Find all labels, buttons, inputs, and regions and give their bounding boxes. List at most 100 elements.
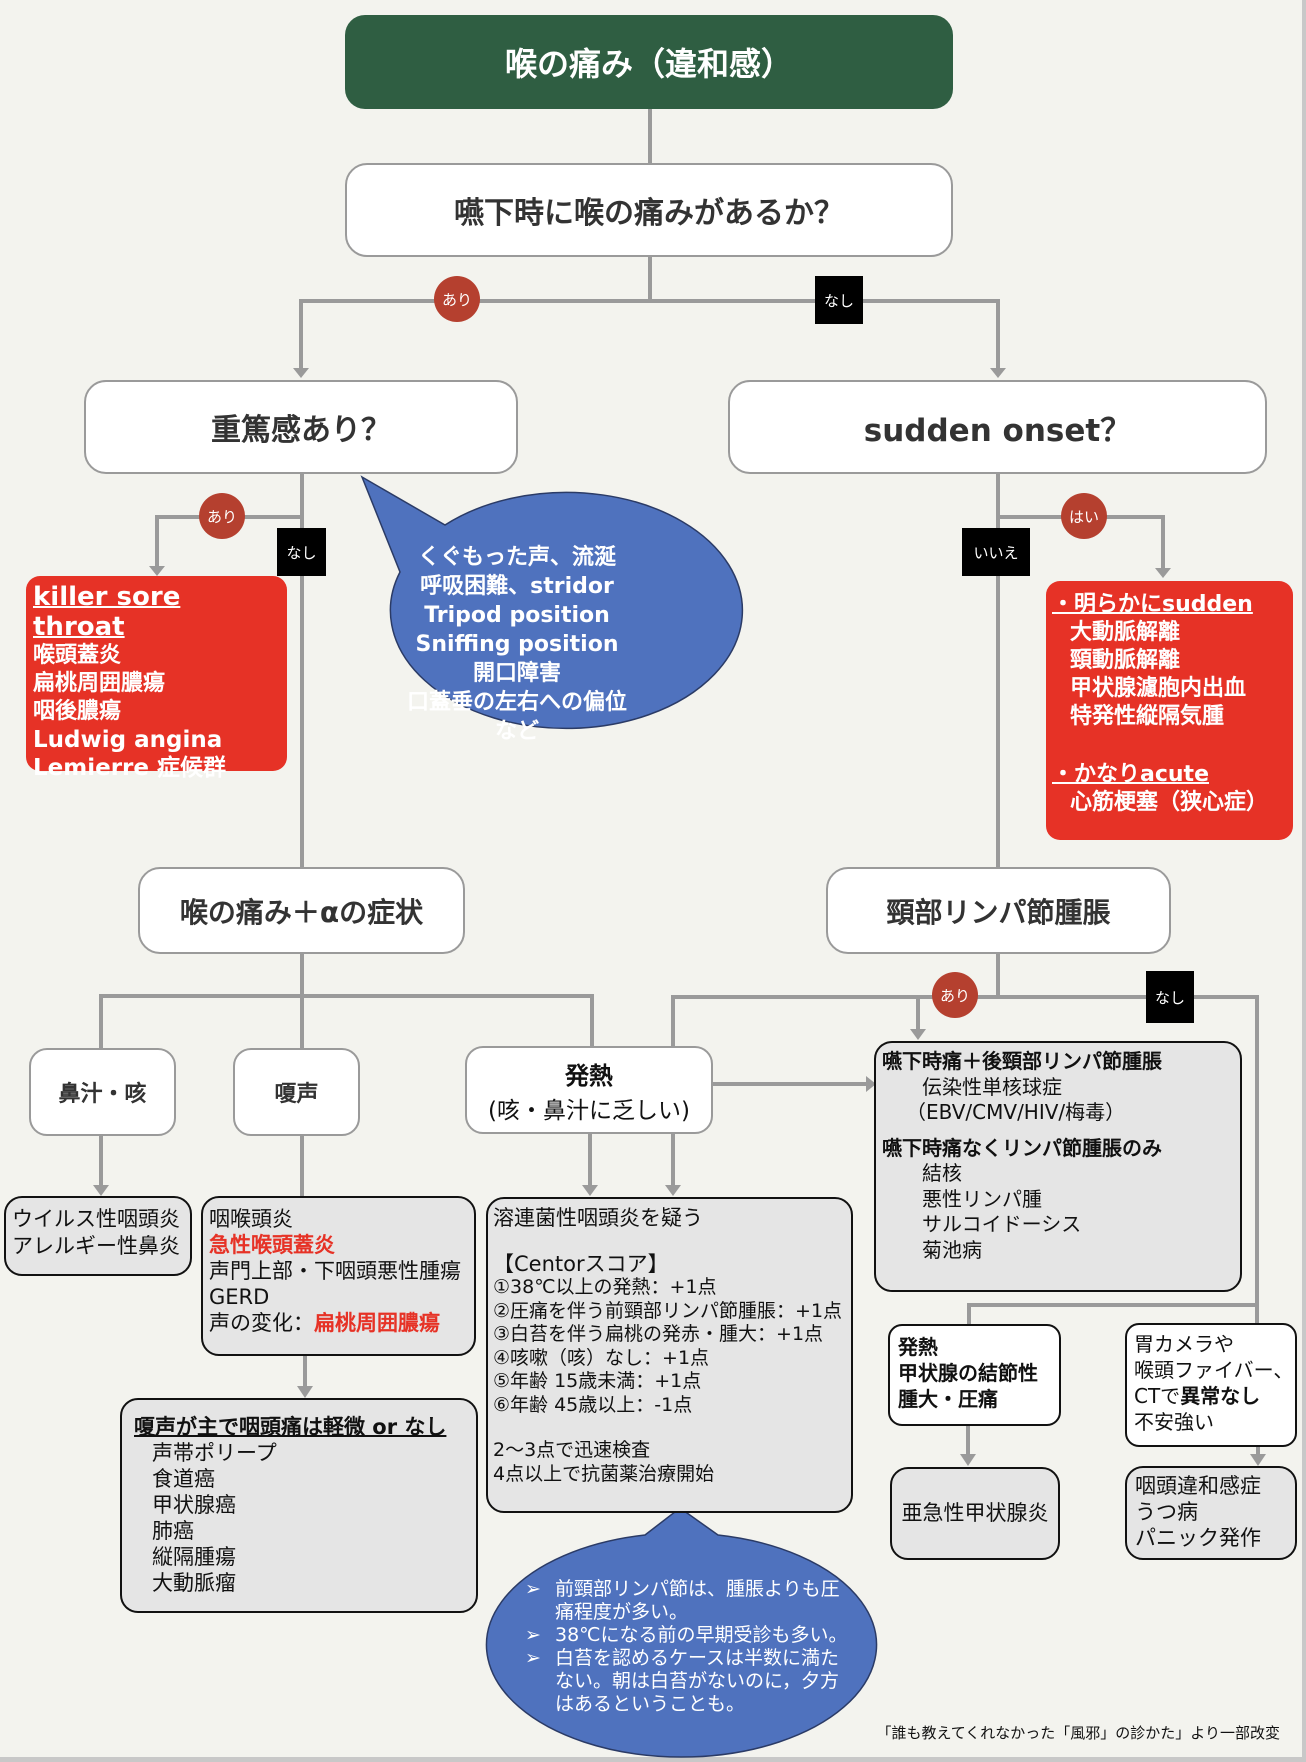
arrow-head [960,1454,976,1466]
lymph-diagnosis-box: 嚥下時痛＋後頸部リンパ節腫脹 伝染性単核球症 （EBV/CMV/HIV/梅毒） … [874,1041,1242,1292]
result-item: ウイルス性咽頭炎 [12,1207,180,1231]
arrow-head [910,1029,926,1040]
condition-line: 胃カメラや [1134,1332,1234,1356]
title-box: 喉の痛み（違和感） [345,15,953,109]
label-iie-text: いいえ [973,543,1019,562]
centor-item: ⑥年齢 45歳以上：-1点 [493,1393,693,1416]
plus-alpha-symptoms-box: 喉の痛み＋αの症状 [138,867,465,954]
arrow-head [93,1185,109,1196]
label-yes-text: あり [939,986,970,1005]
connector-plusalpha-branch [99,994,594,1048]
bubble-bullet: ➢ 38℃になる前の早期受診も多い。 [525,1624,855,1647]
result-item: （EBV/CMV/HIV/梅毒） [906,1100,1126,1124]
result-item: 声の変化：扁桃周囲膿瘍 [209,1310,468,1336]
label-no-q1: なし [815,276,863,324]
arrow-bullet-icon: ➢ [525,1624,541,1646]
title-text: 喉の痛み（違和感） [504,45,793,83]
question-swallow-pain: 嚥下時に喉の痛みがあるか？ [345,163,953,257]
centor-rule: 4点以上で抗菌薬治療開始 [493,1462,715,1485]
centor-item: ③白苔を伴う扁桃の発赤・腫大：+1点 [493,1323,824,1345]
connector-sudden-yes [998,515,1165,572]
label-yes-q1: あり [434,276,480,322]
killer-item: 扁桃周囲膿瘍 [33,671,166,696]
arrow-head [866,1076,876,1092]
bubble-line: くぐもった声、流涎 [417,545,616,570]
centor-item: ①38℃以上の発熱：+1点 [493,1276,717,1298]
sudden-group1-heading: ・明らかにsudden [1052,592,1253,617]
result-item: アレルギー性鼻炎 [12,1234,180,1258]
centor-item: ②圧痛を伴う前頸部リンパ節腫脹：+1点 [493,1299,843,1322]
label-yes-text: あり [206,507,237,526]
cervical-lymph-title: 頸部リンパ節腫脹 [886,895,1111,929]
centor-item: ⑤年齢 15歳未満：+1点 [493,1370,702,1392]
bubble-bullet: ➢白苔を認めるケースは半数に満たない。朝は白苔がないのに，夕方はあるということも… [525,1647,855,1716]
condition-bold: 異常なし [1180,1384,1261,1408]
label-no-lymph: なし [1146,971,1194,1023]
result-item-critical: 扁桃周囲膿瘍 [314,1311,440,1335]
label-hai-sudden: はい [1061,493,1107,539]
condition-line: 腫大・圧痛 [898,1387,998,1411]
arrow-head [665,1185,681,1196]
plus-alpha-title: 喉の痛み＋αの症状 [179,895,424,929]
source-citation: 「誰も教えてくれなかった「風邪」の診かた」より一部改変 [820,1722,1280,1743]
hoarse-main-heading: 嗄声が主で咽頭痛は軽微 or なし [134,1415,447,1439]
arrow-head [1155,568,1171,578]
condition-line: 喉頭ファイバー、 [1134,1358,1294,1382]
connector-severity-yes [155,515,302,570]
result-item: 食道癌 [152,1467,215,1491]
normal-exam-condition-box: 胃カメラや 喉頭ファイバー、 CTで異常なし 不安強い [1125,1323,1297,1447]
centor-rule: 2～3点で迅速検査 [493,1439,651,1461]
symptom-fever-title: 発熱 [565,1061,613,1090]
result-item-prefix: 声の変化： [209,1311,314,1335]
symptom-hoarse-text: 嗄声 [274,1082,319,1107]
bubble-line: 開口障害 [472,661,561,686]
hoarse-diagnosis-box: 咽喉頭炎 急性喉頭蓋炎 声門上部・下咽頭悪性腫瘍 GERD 声の変化：扁桃周囲膿… [201,1196,476,1356]
condition-line: 発熱 [898,1335,938,1359]
connector-q1-yes [299,299,650,372]
sudden-item: 頸動脈解離 [1070,648,1181,673]
condition-line: 不安強い [1134,1410,1214,1434]
killer-item: 喉頭蓋炎 [33,643,122,668]
connector-q1-no [650,299,1000,372]
lymph-heading: 嚥下時痛なくリンパ節腫脹のみ [882,1135,1162,1160]
result-item: 伝染性単核球症 [922,1074,1062,1099]
result-item: 咽喉頭炎 [209,1207,293,1231]
question-severity-text: 重篤感あり？ [211,413,391,448]
connector-lymph-yes-left [671,995,998,1046]
arrow-head [293,368,309,378]
page-frame-bottom [0,1757,1306,1762]
result-item: 亜急性甲状腺炎 [901,1501,1049,1525]
label-no-text: なし [1154,988,1185,1007]
subacute-thyroiditis-box: 亜急性甲状腺炎 [890,1467,1060,1560]
page-frame-right [1302,0,1306,1762]
bubble-bullet-text: 白苔を認めるケースは半数に満たない。朝は白苔がないのに，夕方はあるということも。 [555,1647,840,1715]
label-yes-lymph: あり [932,972,978,1018]
sudden-item: 心筋梗塞（狭心症） [1070,790,1269,815]
cervical-lymph-box: 頸部リンパ節腫脹 [826,867,1171,954]
result-item: 大動脈瘤 [152,1571,236,1595]
question-severity: 重篤感あり？ [84,380,518,474]
sudden-causes-box: ・明らかにsudden 大動脈解離 頸動脈解離 甲状腺濾胞内出血 特発性縦隔気腫… [1046,581,1293,840]
arrow-head [1250,1454,1266,1466]
label-yes-text: あり [441,290,472,309]
label-yes-severity: あり [199,493,245,539]
speech-bubble-severity: くぐもった声、流涎 呼吸困難、stridor Tripod position S… [376,543,658,746]
bubble-bullet-text: 38℃になる前の早期受診も多い。 [555,1624,848,1646]
centor-score-box: 溶連菌性咽頭炎を疑う 【Centorスコア】 ①38℃以上の発熱：+1点 ②圧痛… [486,1197,853,1513]
symptom-nasal-cough-text: 鼻汁・咳 [58,1082,147,1107]
result-item: 菊池病 [922,1237,982,1262]
result-item: パニック発作 [1135,1526,1261,1550]
bubble-line: Tripod position [424,603,610,628]
centor-heading: 【Centorスコア】 [493,1251,669,1276]
symptom-fever: 発熱 (咳・鼻汁に乏しい) [465,1046,713,1134]
question-sudden-onset-text: sudden onset？ [863,412,1132,449]
question-swallow-pain-text: 嚥下時に喉の痛みがあるか？ [454,196,844,231]
label-iie-sudden: いいえ [962,528,1030,576]
arrow-head [582,1185,598,1196]
result-item: 肺癌 [152,1519,194,1543]
speech-bubble-severity-shape [360,475,744,730]
centor-suspect: 溶連菌性咽頭炎を疑う [493,1206,703,1230]
symptom-fever-sub: (咳・鼻汁に乏しい) [488,1097,690,1124]
result-item-critical: 急性喉頭蓋炎 [209,1233,335,1257]
